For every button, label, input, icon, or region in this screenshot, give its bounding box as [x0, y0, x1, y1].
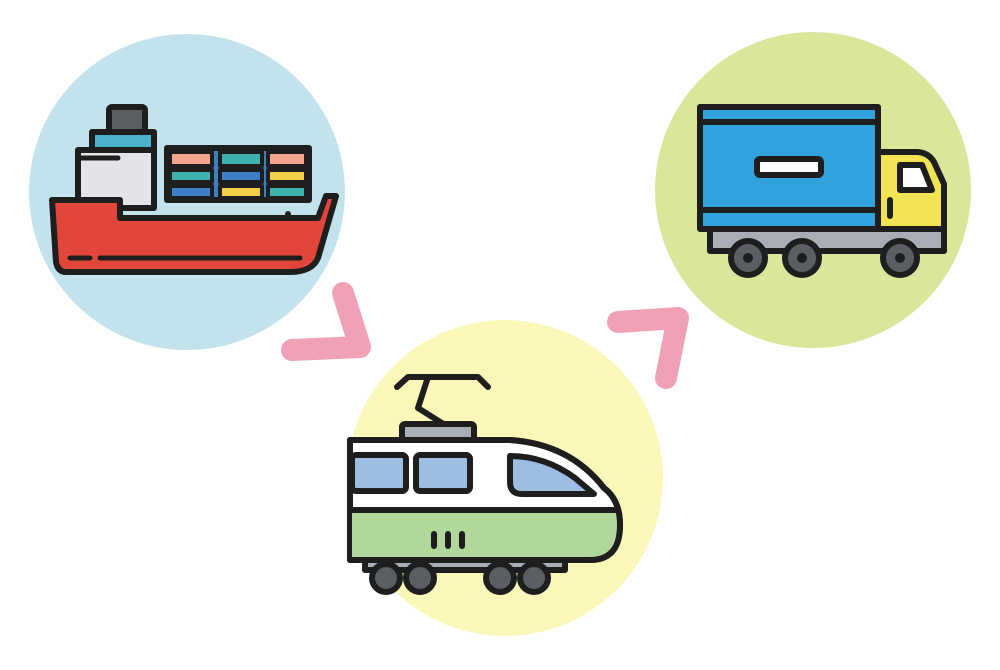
delivery-truck-icon	[697, 104, 947, 278]
arrow-chevron-icon	[281, 282, 371, 361]
cargo-ship-icon	[49, 104, 339, 275]
train-icon	[347, 374, 623, 595]
arrow-chevron-icon	[607, 307, 689, 389]
